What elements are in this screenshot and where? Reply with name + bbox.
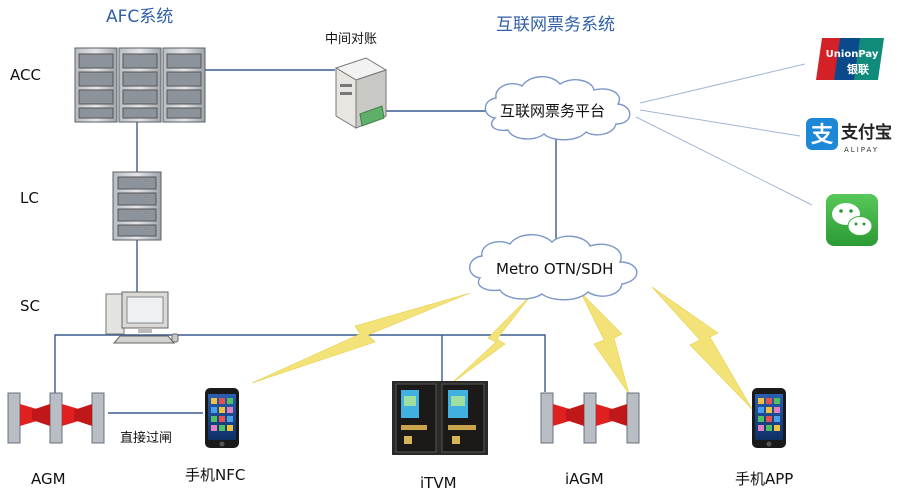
alipay-en: ALIPAY [844,146,879,154]
bolt-to-phone-nfc [251,292,471,384]
station-bus [54,334,546,395]
metro-label: Metro OTN/SDH [496,260,613,278]
wechat-logo [826,194,878,246]
agm-label: AGM [31,470,66,488]
acc-server-icon [74,47,206,123]
phone-nfc-icon [205,388,239,448]
level-label-acc: ACC [10,66,41,84]
direct-pass-label: 直接过闸 [120,430,172,446]
platform-label: 互联网票务平台 [500,102,605,120]
metro-cloud: Metro OTN/SDH [469,234,638,301]
unionpay-en: UnionPay [826,49,879,60]
level-label-lc: LC [20,189,39,207]
bolt-to-iagm [580,292,630,395]
phone-nfc-label: 手机NFC [185,466,245,484]
wireless-links [251,286,753,410]
link-platform-alipay [639,109,801,137]
link-platform-wechat [635,116,813,206]
payment-links [635,63,813,206]
connections [54,69,557,395]
alipay-logo: 支 支付宝 ALIPAY [806,118,892,154]
internet-system-title: 互联网票务系统 [496,15,615,35]
level-label-sc: SC [20,297,40,315]
reconcile-server-icon [334,57,388,129]
sc-workstation-icon [105,291,179,344]
itvm-label: iTVM [420,474,457,492]
unionpay-cn: 银联 [847,62,869,76]
unionpay-logo: UnionPay 银联 [816,38,884,80]
agm-gate-icon [7,392,105,444]
afc-system-title: AFC系统 [106,7,173,27]
iagm-gate-icon [540,392,640,444]
iagm-label: iAGM [565,470,604,488]
bolt-to-itvm [451,293,533,384]
alipay-cn: 支付宝 [841,122,892,143]
itvm-machine-icon [392,381,488,455]
bolt-to-phone-app [651,286,753,410]
link-platform-unionpay [639,63,806,104]
alipay-icon-glyph: 支 [811,123,834,148]
lc-server-icon [112,171,162,241]
phone-app-icon [752,388,786,448]
reconcile-label: 中间对账 [325,32,377,47]
platform-cloud: 互联网票务平台 [484,76,631,141]
phone-app-label: 手机APP [735,470,793,488]
